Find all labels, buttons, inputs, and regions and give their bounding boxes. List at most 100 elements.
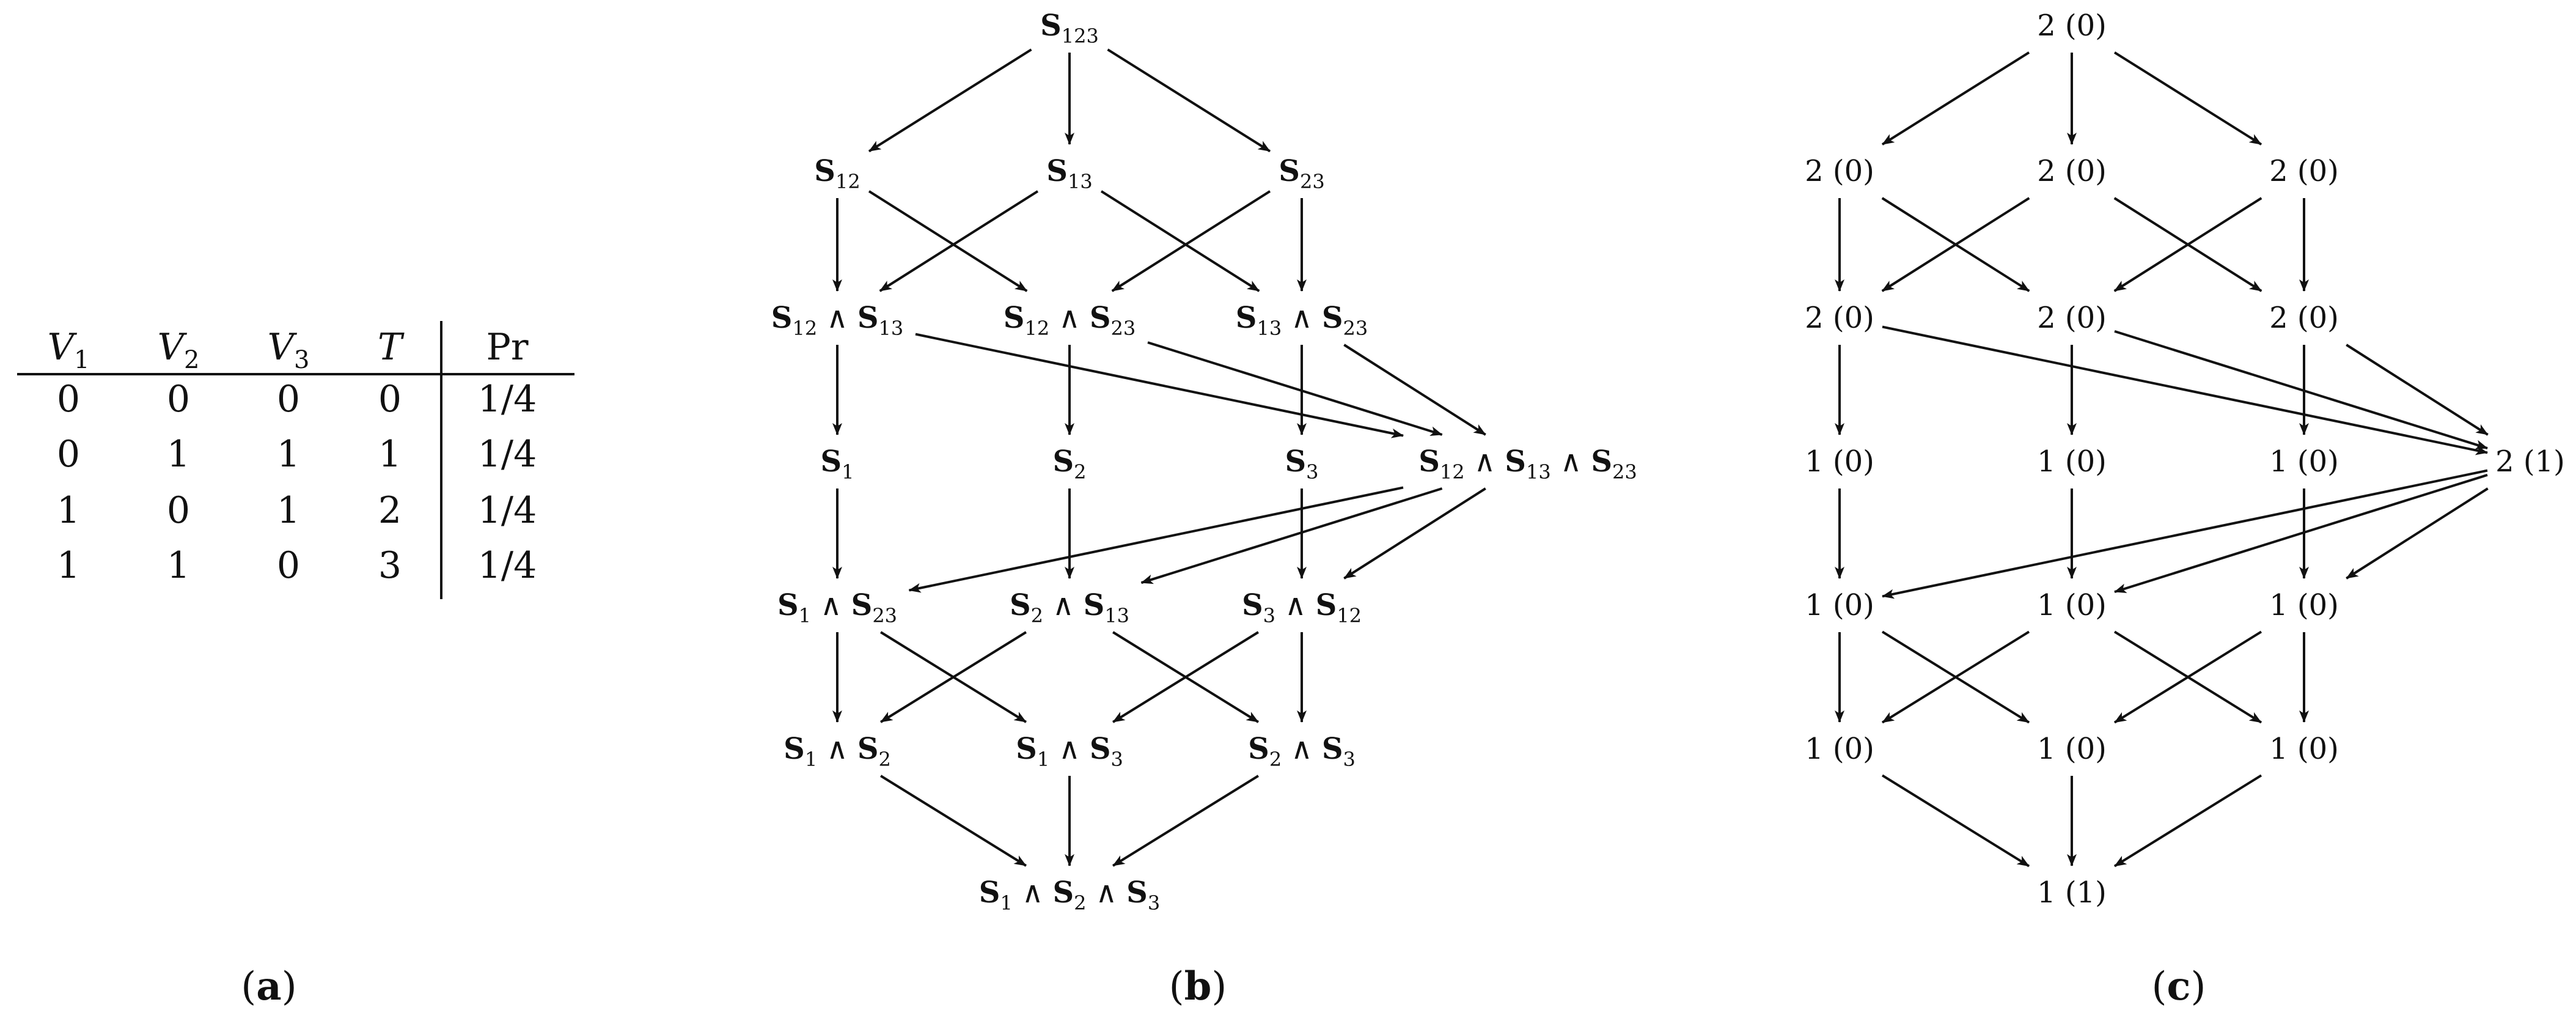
table-cell: 1/4 (478, 489, 537, 532)
table-cell: 0 (167, 489, 190, 532)
table-cell: 2 (378, 489, 402, 532)
distribution-table: V1 V2 V3 T Pr 0 0 0 0 1/4 0 1 1 1 1/4 1 0 1 2 1/4 1 1 0 3 1/4 (17, 321, 574, 599)
lattice-b-edge-n2_13-n1_2 (880, 631, 1027, 723)
lattice-b-node-n12: S12 (814, 154, 860, 193)
lattice-b-edge-nall-n3_12 (1343, 487, 1486, 580)
lattice-b-node-n2_13: S2 ∧ S13 (1010, 588, 1129, 627)
panel-label-c: (c) (2152, 964, 2206, 1009)
lattice-c-edge-n13_23-nall (2346, 344, 2489, 436)
lattice-b-edge-n123-n23 (1107, 48, 1271, 153)
table-cell: 1 (167, 544, 190, 587)
lattice-c-edges (1835, 51, 2489, 868)
lattice-b-edge-n2_3-nbot (1112, 775, 1259, 867)
lattice-b-node-n12_23: S12 ∧ S23 (1004, 301, 1136, 340)
lattice-b-node-n13_23: S13 ∧ S23 (1236, 301, 1368, 340)
lattice-c-edge-n12_23-nall (2114, 330, 2488, 450)
lattice-b-edges (832, 48, 1486, 867)
table-cell: 1 (167, 433, 190, 476)
table-cell: 1 (378, 433, 402, 476)
lattice-c-node-n1_23: 1 (0) (1805, 588, 1874, 622)
lattice-b-edge-n3_12-n1_3 (1112, 631, 1259, 723)
lattice-b-node-n2_3: S2 ∧ S3 (1248, 732, 1356, 771)
table-cell: 0 (277, 378, 300, 421)
table-cell: 0 (57, 378, 80, 421)
lattice-b-edge-nall-n2_13 (1140, 487, 1443, 584)
lattice-c-node-n2: 1 (0) (2037, 444, 2107, 479)
lattice-b-edge-n12-n12_23 (868, 190, 1028, 292)
lattice-c-node-n1: 1 (0) (1805, 444, 1874, 479)
lattice-c-node-n3_12: 1 (0) (2269, 588, 2339, 622)
table-header: V1 (48, 326, 90, 374)
lattice-b-node-nbot: S1 ∧ S2 ∧ S3 (979, 875, 1160, 915)
lattice-b-edge-nall-n1_23 (908, 486, 1404, 593)
lattice-c-edge-n123-n23 (2113, 51, 2262, 146)
lattice-c-node-n12: 2 (0) (1805, 154, 1874, 188)
panel-label-b: (b) (1169, 964, 1227, 1009)
lattice-b-edge-n13-n13_23 (1100, 190, 1260, 292)
lattice-c-node-n1_2: 1 (0) (1805, 732, 1874, 766)
lattice-b-edge-n13_23-nall (1343, 344, 1486, 436)
lattice-c-nodes: 2 (0) 2 (0) 2 (0) 2 (0) 2 (0) 2 (0) 2 (0) 1 (0)… (1805, 9, 2565, 910)
table-cell: 1 (57, 489, 80, 532)
lattice-b-node-nall: S12 ∧ S13 ∧ S23 (1418, 444, 1637, 484)
lattice-c-node-n1_3: 1 (0) (2037, 732, 2107, 766)
table-header: V2 (158, 326, 200, 374)
lattice-b-node-n3: S3 (1285, 444, 1318, 484)
lattice-c-node-nall: 2 (1) (2495, 444, 2565, 479)
table-cell: 1 (277, 489, 300, 532)
lattice-b-node-n2: S2 (1052, 444, 1086, 484)
lattice-b-node-n1_2: S1 ∧ S2 (783, 732, 891, 771)
lattice-b-node-n13: S13 (1046, 154, 1092, 193)
lattice-c-node-n12_23: 2 (0) (2037, 301, 2107, 335)
lattice-b-edge-n23-n12_23 (1111, 190, 1271, 292)
lattice-b-edge-n13-n12_13 (879, 190, 1039, 292)
lattice-c-edge-n3_12-n1_3 (2113, 630, 2262, 724)
table-cell: 0 (167, 378, 190, 421)
table-cell: 1/4 (478, 544, 537, 587)
lattice-c-node-n3: 1 (0) (2269, 444, 2339, 479)
lattice-b-edge-n12_13-nall (915, 333, 1404, 438)
table-header: Pr (486, 326, 528, 369)
lattice-c-node-n13: 2 (0) (2037, 154, 2107, 188)
table-cell: 0 (378, 378, 402, 421)
lattice-b-node-n23: S23 (1279, 154, 1324, 193)
lattice-c-edge-n2_3-nbot (2113, 774, 2262, 868)
lattice-c-edge-n12_13-nall (1882, 325, 2488, 455)
lattice-b-edge-n1_2-nbot (880, 775, 1027, 867)
lattice-b-node-n123: S123 (1040, 9, 1099, 48)
table-cell: 1/4 (478, 433, 537, 476)
lattice-c-node-n2_13: 1 (0) (2037, 588, 2107, 622)
lattice-c-node-n23: 2 (0) (2269, 154, 2339, 188)
table-cell: 1/4 (478, 378, 537, 421)
lattice-b-edge-n12_23-nall (1147, 341, 1443, 436)
table-header: T (378, 326, 405, 369)
lattice-b-edge-n123-n12 (868, 48, 1032, 153)
table-header: V3 (268, 326, 310, 374)
lattice-c-node-nbot: 1 (1) (2037, 875, 2107, 910)
lattice-c-node-n12_13: 2 (0) (1805, 301, 1874, 335)
lattice-c-edge-n123-n12 (1881, 51, 2030, 146)
table-cell: 0 (277, 544, 300, 587)
lattice-c-edge-n13-n12_13 (1881, 197, 2030, 292)
lattice-c-node-n2_3: 1 (0) (2269, 732, 2339, 766)
table-cell: 1 (277, 433, 300, 476)
lattice-b-node-n1_23: S1 ∧ S23 (777, 588, 897, 627)
lattice-c-edge-n2_13-n1_2 (1881, 630, 2030, 724)
lattice-b-node-n12_13: S12 ∧ S13 (771, 301, 903, 340)
lattice-c-edge-nall-n3_12 (2346, 487, 2489, 580)
lattice-b-node-n1: S1 (820, 444, 854, 484)
table-cell: 3 (378, 544, 402, 587)
lattice-c-edge-n23-n12_23 (2113, 197, 2262, 292)
table-cell: 1 (57, 544, 80, 587)
lattice-b-node-n3_12: S3 ∧ S12 (1242, 588, 1362, 627)
lattice-b-node-n1_3: S1 ∧ S3 (1016, 732, 1123, 771)
lattice-c-node-n13_23: 2 (0) (2269, 301, 2339, 335)
table-cell: 0 (57, 433, 80, 476)
lattice-c-edge-nall-n1_23 (1882, 469, 2488, 599)
lattice-c-edge-n1_2-nbot (1881, 774, 2030, 868)
panel-label-a: (a) (241, 964, 296, 1009)
lattice-c-node-n123: 2 (0) (2037, 9, 2107, 43)
lattice-c-edge-nall-n2_13 (2114, 473, 2488, 594)
